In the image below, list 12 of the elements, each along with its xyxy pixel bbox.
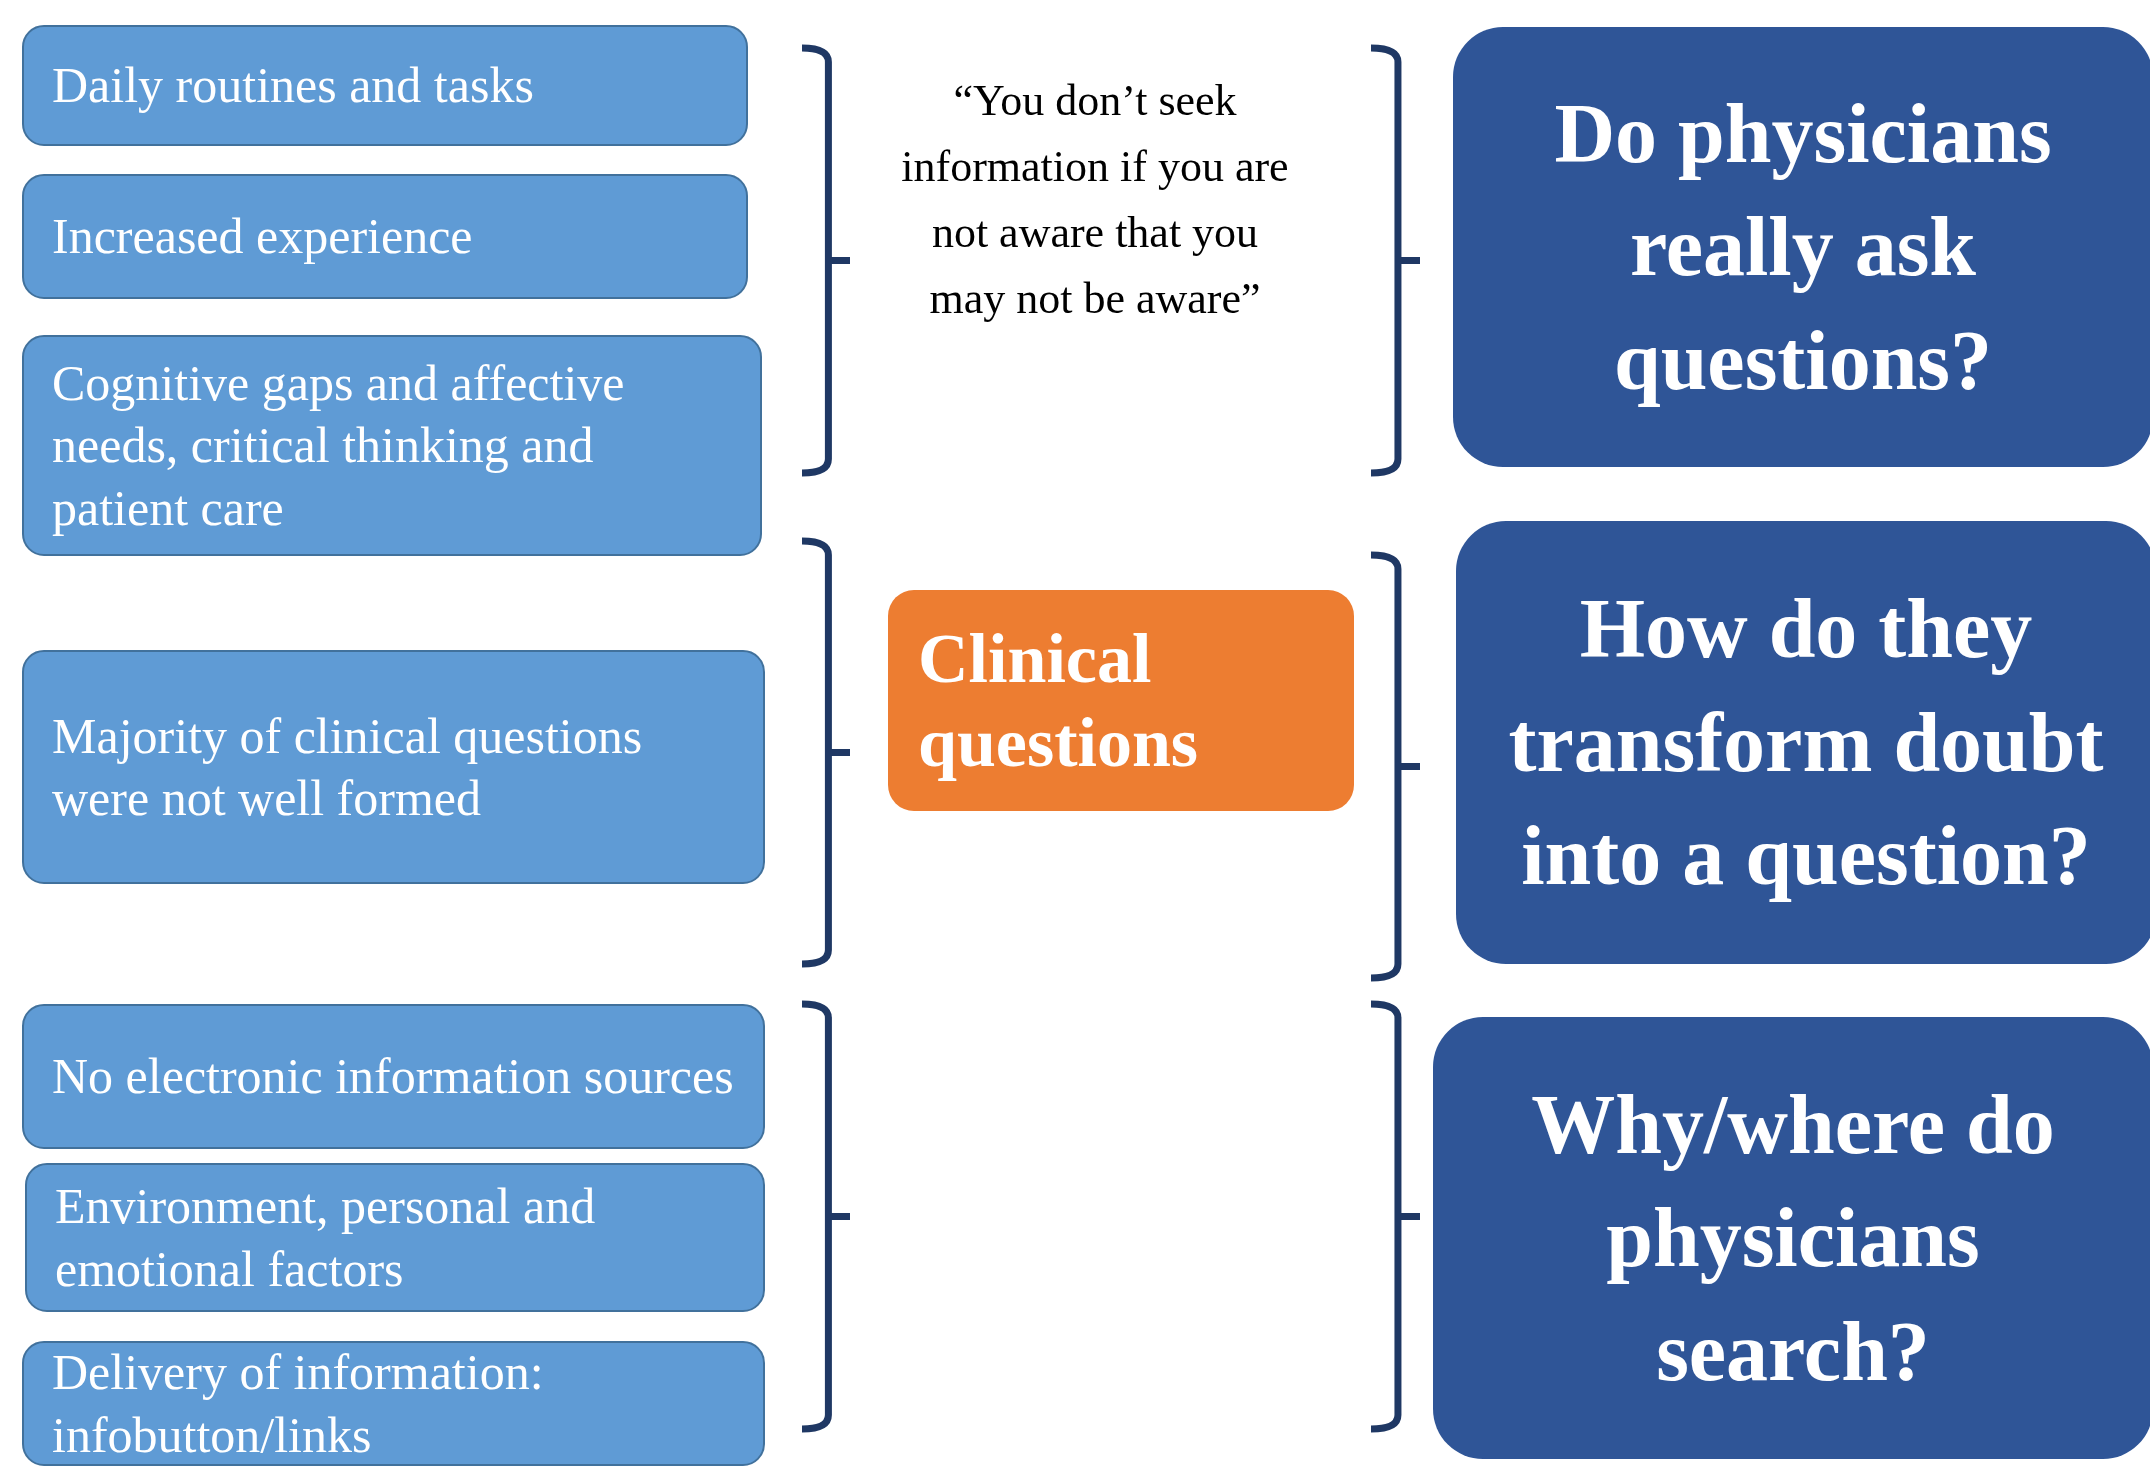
question-box: How do they transform doubt into a question?	[1456, 521, 2150, 964]
factor-box: Environment, personal and emotional factors	[25, 1163, 765, 1312]
factor-box: Cognitive gaps and affective needs, critical thinking and patient care	[22, 335, 762, 556]
factor-box: No electronic information sources	[22, 1004, 765, 1149]
topic-box: Clinical questions	[888, 590, 1354, 811]
question-box: Do physicians really ask questions?	[1453, 27, 2150, 467]
factor-box: Delivery of information: infobutton/links	[22, 1341, 765, 1466]
quote-text: “You don’t seek information if you are not aware that you may not be aware”	[900, 75, 1290, 325]
factor-box: Daily routines and tasks	[22, 25, 748, 146]
factor-box: Majority of clinical questions were not well formed	[22, 650, 765, 884]
factor-box: Increased experience	[22, 174, 748, 299]
question-box: Why/where do physicians search?	[1433, 1017, 2150, 1459]
